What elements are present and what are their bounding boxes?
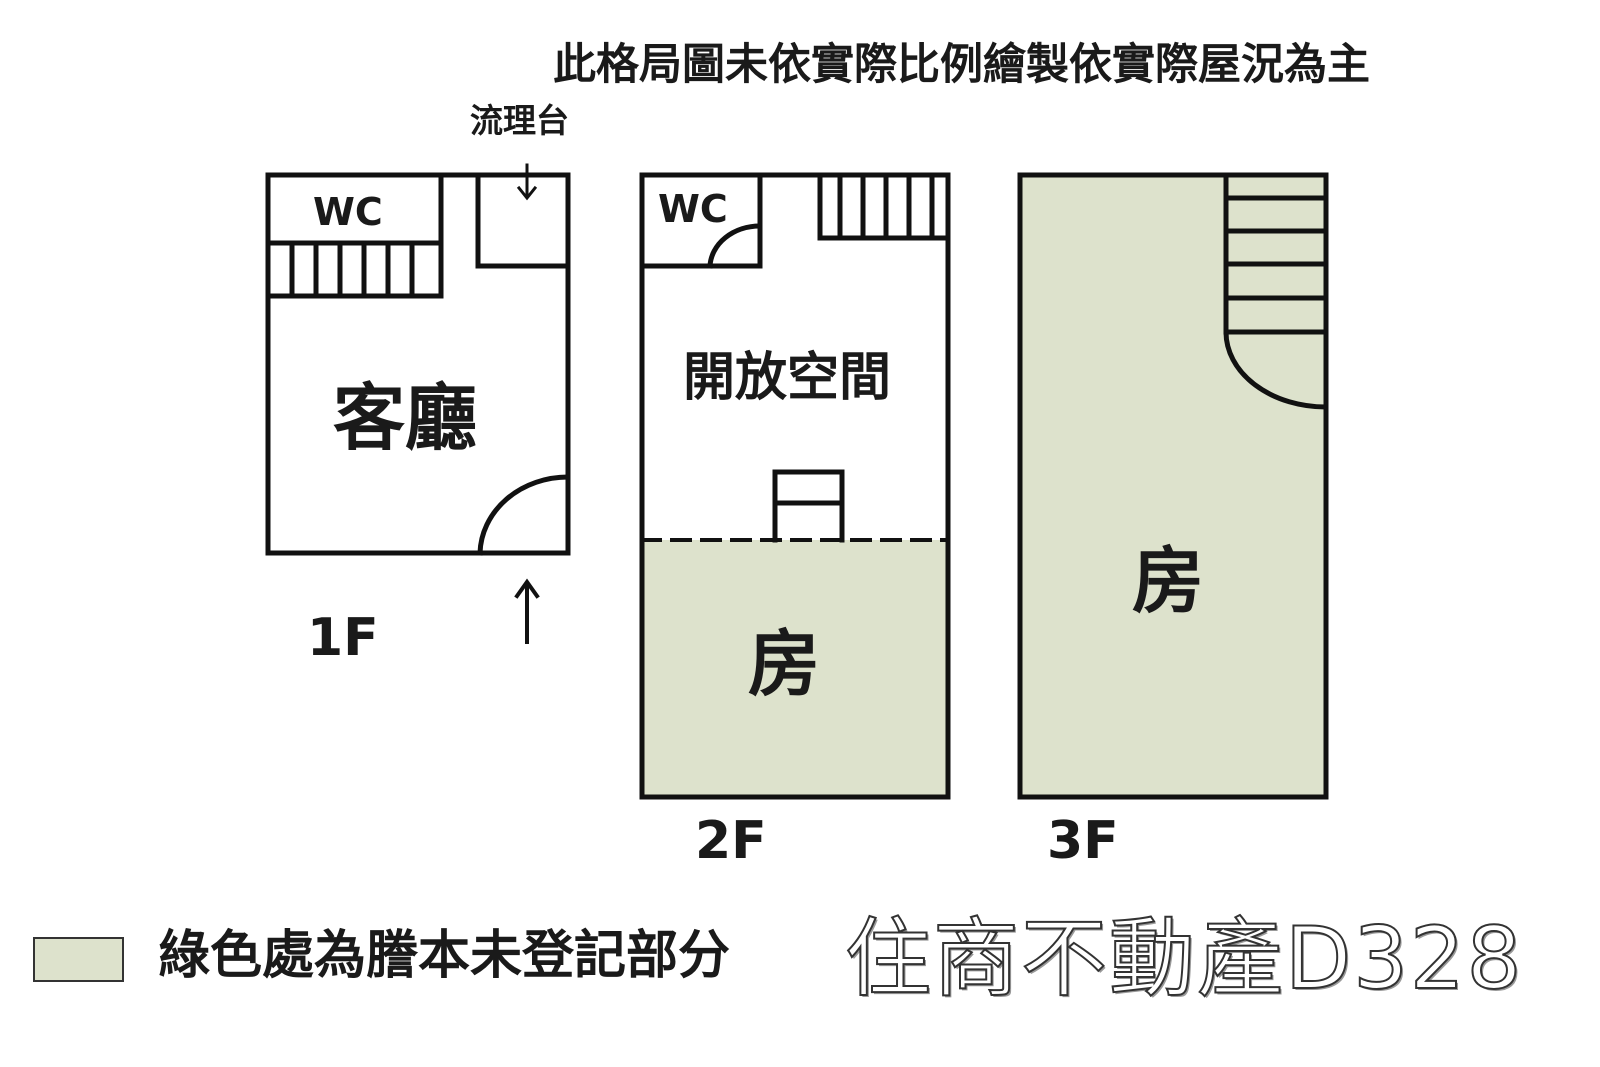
living-room-label: 客廳	[333, 376, 478, 460]
door-swing-2f-icon	[707, 223, 763, 269]
kitchen-counter	[475, 172, 571, 269]
entrance-arrow-icon	[514, 578, 540, 644]
wc-1f-label: WC	[313, 190, 383, 234]
floor-2f-walls	[639, 172, 951, 800]
floor-2f-plan	[639, 172, 951, 800]
floor-2f-label: 2F	[695, 811, 767, 871]
room-2f-label: 房	[748, 622, 821, 706]
open-space-label: 開放空間	[683, 348, 892, 408]
stairs-1f-icon	[265, 240, 444, 299]
wc-2f-label: WC	[658, 187, 728, 231]
stairs-3f-icon	[1223, 172, 1329, 410]
legend-swatch	[33, 937, 124, 982]
floor-3f-plan	[1017, 172, 1329, 800]
unregistered-area-3f	[1017, 172, 1329, 800]
door-swing-1f-icon	[477, 474, 571, 556]
floor-3f-label: 3F	[1047, 811, 1119, 871]
floor-1f-label: 1F	[307, 608, 379, 668]
room-3f-label: 房	[1132, 539, 1205, 623]
wc-2f	[639, 172, 763, 269]
legend-label: 綠色處為謄本未登記部分	[158, 926, 731, 986]
stairs-2f-small-icon	[772, 469, 845, 543]
sink-arrow-icon	[516, 163, 538, 201]
sink-label: 流理台	[470, 101, 569, 140]
disclaimer-title: 此格局圖未依實際比例繪製依實際屋況為主	[553, 40, 1370, 90]
floor-1f-plan	[265, 163, 571, 644]
unregistered-area-2f	[642, 540, 948, 797]
stairs-2f-top-icon	[817, 172, 951, 241]
watermark: 住商不動產D328	[844, 908, 1524, 1010]
